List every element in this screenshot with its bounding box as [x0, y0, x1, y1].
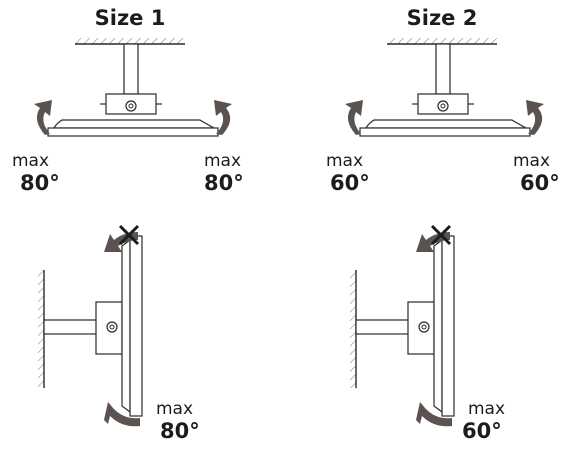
size2-left-max-label: max	[326, 151, 363, 171]
rotate-arrow-icon	[345, 100, 363, 135]
size1-right-max-label: max	[204, 151, 241, 171]
forbidden-cross-icon	[118, 224, 140, 246]
size1-left-max-label: max	[12, 151, 49, 171]
size1-wall-max-label: max	[156, 399, 193, 419]
mount-arm	[43, 319, 99, 335]
mount-arm	[355, 319, 411, 335]
size1-ceiling-mount	[34, 38, 232, 137]
size2-wall-angle-label: 60°	[462, 419, 502, 443]
size1-right-angle-label: 80°	[204, 171, 244, 195]
size2-right-max-label: max	[513, 151, 550, 171]
lamp-body	[47, 127, 219, 137]
rotate-arrow-icon	[214, 100, 232, 135]
size2-wall-mount	[350, 224, 455, 427]
size2-wall-max-label: max	[468, 399, 505, 419]
ceiling-hatch-icon	[75, 38, 185, 44]
mount-pole	[123, 43, 139, 95]
size2-title: Size 2	[407, 6, 478, 30]
size2-left-angle-label: 60°	[330, 171, 370, 195]
rotate-arrow-icon	[526, 100, 544, 135]
lamp-body	[129, 235, 143, 417]
size1-wall-angle-label: 80°	[160, 419, 200, 443]
size1-left-angle-label: 80°	[20, 171, 60, 195]
lamp-body	[359, 127, 531, 137]
size1-title: Size 1	[95, 6, 166, 30]
wall-hatch-icon	[350, 270, 356, 388]
size1-wall-mount	[38, 224, 143, 427]
size2-ceiling-mount	[345, 38, 544, 137]
rotate-arrow-icon	[104, 402, 140, 427]
size2-right-angle-label: 60°	[520, 171, 560, 195]
wall-hatch-icon	[38, 270, 44, 388]
mount-pole	[435, 43, 451, 95]
rotate-arrow-icon	[34, 100, 52, 135]
forbidden-cross-icon	[430, 224, 452, 246]
ceiling-hatch-icon	[387, 38, 497, 44]
rotate-arrow-icon	[416, 402, 452, 427]
lamp-body	[441, 235, 455, 417]
